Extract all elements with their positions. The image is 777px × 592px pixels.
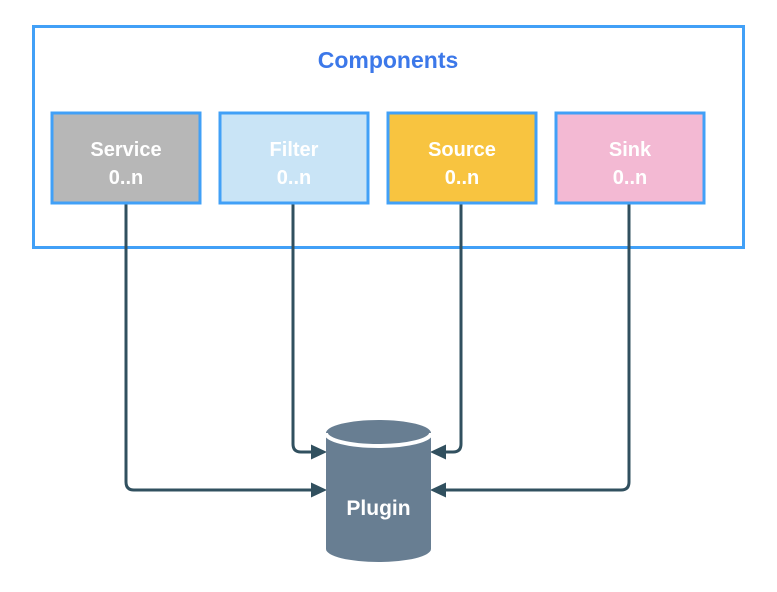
node-service-label: Service (90, 139, 161, 161)
node-filter-label: Filter (270, 139, 319, 161)
components-title: Components (318, 47, 459, 73)
edges (124, 204, 631, 492)
cylinder-top-separator (324, 432, 433, 448)
node-filter-box (218, 111, 370, 205)
plugin-label: Plugin (346, 497, 410, 520)
edge-filter-plugin (291, 204, 313, 454)
node-source: Source 0..n (386, 111, 538, 205)
edge-service-plugin (124, 204, 313, 492)
node-filter: Filter 0..n (218, 111, 370, 205)
arrowhead-filter-icon (311, 444, 327, 460)
node-service-multiplicity: 0..n (109, 167, 143, 189)
edge-source-plugin (444, 204, 463, 454)
edge-sink-plugin (444, 204, 631, 492)
node-sink-label: Sink (609, 139, 652, 161)
arrowhead-service-icon (311, 482, 327, 498)
node-sink-box (554, 111, 706, 205)
cylinder-body (326, 420, 432, 562)
node-service: Service 0..n (50, 111, 202, 205)
arrowhead-source-icon (430, 444, 446, 460)
node-filter-multiplicity: 0..n (277, 167, 311, 189)
node-sink: Sink 0..n (554, 111, 706, 205)
node-service-box (50, 111, 202, 205)
arrowhead-sink-icon (430, 482, 446, 498)
node-source-label: Source (428, 139, 496, 161)
arrowheads (311, 444, 446, 498)
node-sink-multiplicity: 0..n (613, 167, 647, 189)
plugin-cylinder: Plugin (324, 420, 433, 562)
node-source-multiplicity: 0..n (445, 167, 479, 189)
node-source-box (386, 111, 538, 205)
